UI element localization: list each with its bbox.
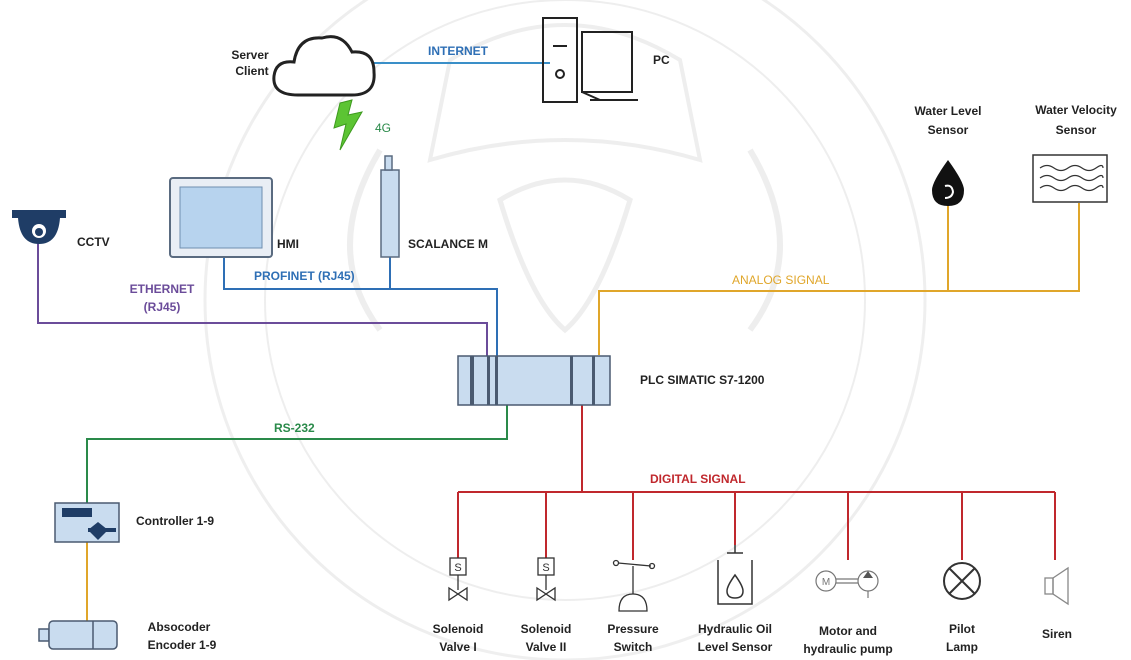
water-waves-icon bbox=[1032, 154, 1108, 203]
output-label-solenoid-1a: Solenoid bbox=[432, 622, 484, 636]
internet-label: INTERNET bbox=[428, 44, 488, 58]
rs232-link bbox=[86, 405, 508, 503]
output-label-motor-b: hydraulic pump bbox=[803, 642, 893, 656]
water-drop-icon bbox=[932, 160, 964, 206]
profinet-link bbox=[223, 257, 498, 360]
scalance-icon bbox=[380, 155, 400, 258]
output-label-lamp-b: Lamp bbox=[945, 640, 979, 654]
water-velocity-label-2: Sensor bbox=[1055, 123, 1097, 137]
output-label-solenoid-1b: Valve I bbox=[439, 640, 477, 654]
pc-label: PC bbox=[653, 53, 670, 67]
siren-icon bbox=[1044, 566, 1069, 606]
cctv-label: CCTV bbox=[77, 235, 110, 249]
pc-icon bbox=[542, 17, 638, 103]
pilot-lamp-icon bbox=[943, 562, 981, 600]
absocoder-label-1: Absocoder bbox=[147, 620, 211, 634]
hmi-label: HMI bbox=[277, 237, 299, 251]
output-label-oil-a: Hydraulic Oil bbox=[697, 622, 773, 636]
svg-text:S: S bbox=[454, 562, 461, 574]
water-level-label-1: Water Level bbox=[914, 104, 982, 118]
output-label-pressure-b: Switch bbox=[613, 640, 653, 654]
watermark-seal bbox=[203, 0, 927, 660]
ethernet-label-2: (RJ45) bbox=[143, 300, 181, 314]
digital-bus bbox=[457, 405, 1056, 560]
output-label-solenoid-2b: Valve II bbox=[525, 640, 567, 654]
output-label-solenoid-2a: Solenoid bbox=[520, 622, 572, 636]
output-label-pressure-a: Pressure bbox=[607, 622, 659, 636]
profinet-label: PROFINET (RJ45) bbox=[254, 269, 355, 283]
digital-label: DIGITAL SIGNAL bbox=[650, 472, 746, 486]
plc-label: PLC SIMATIC S7-1200 bbox=[640, 373, 765, 387]
water-level-label-2: Sensor bbox=[927, 123, 969, 137]
solenoid-valve-icon: S bbox=[536, 557, 556, 602]
ethernet-link bbox=[37, 243, 488, 360]
motor-pump-icon: M bbox=[815, 570, 879, 598]
oil-level-sensor-icon bbox=[717, 545, 753, 605]
analog-label: ANALOG SIGNAL bbox=[732, 273, 830, 287]
absocoder-label-2: Encoder 1-9 bbox=[147, 638, 217, 652]
server-label: Server bbox=[231, 48, 269, 62]
4g-label: 4G bbox=[375, 121, 392, 135]
svg-text:S: S bbox=[542, 562, 549, 574]
plc-icon bbox=[457, 355, 611, 406]
cctv-icon bbox=[12, 210, 66, 244]
output-label-oil-b: Level Sensor bbox=[697, 640, 773, 654]
4g-lightning-icon bbox=[333, 99, 363, 151]
pressure-switch-icon bbox=[612, 559, 656, 612]
solenoid-valve-icon: S bbox=[448, 557, 468, 602]
output-label-lamp-a: Pilot bbox=[949, 622, 975, 636]
scalance-label: SCALANCE M bbox=[408, 237, 488, 251]
rs232-label: RS-232 bbox=[274, 421, 315, 435]
svg-text:M: M bbox=[822, 577, 830, 588]
ethernet-label-1: ETHERNET bbox=[129, 282, 195, 296]
encoder-icon bbox=[38, 620, 118, 650]
output-label-motor-a: Motor and bbox=[819, 624, 877, 638]
controller-icon bbox=[54, 502, 120, 543]
cloud-icon bbox=[272, 35, 376, 97]
hmi-icon bbox=[169, 177, 273, 258]
analog-link bbox=[598, 203, 1080, 355]
output-label-siren: Siren bbox=[1041, 627, 1073, 641]
water-velocity-label-1: Water Velocity bbox=[1035, 103, 1117, 117]
client-label: Client bbox=[235, 64, 269, 78]
controller-label: Controller 1-9 bbox=[136, 514, 215, 528]
